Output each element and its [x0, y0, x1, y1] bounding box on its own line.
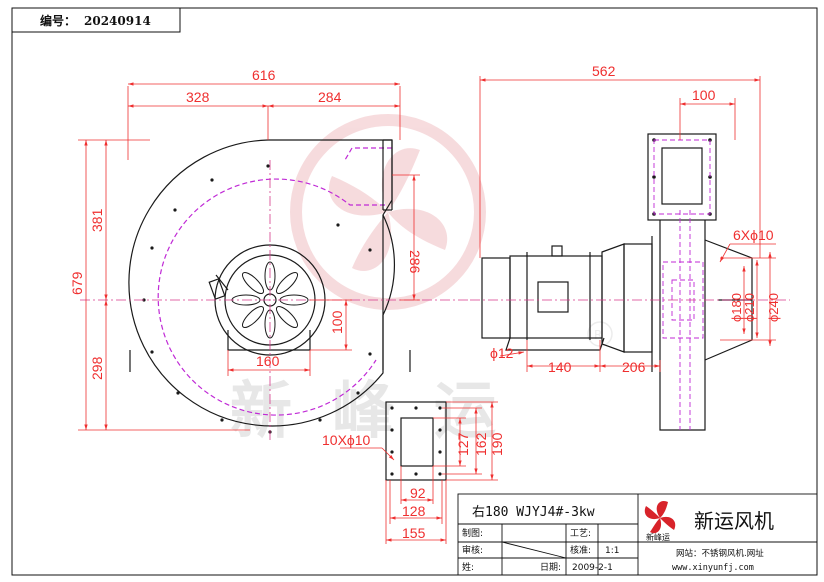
side-dimensions	[479, 76, 776, 372]
scale-value: 1:1	[605, 546, 619, 556]
front-feet	[129, 350, 411, 372]
motor-base	[227, 330, 311, 351]
dim-679: 679	[69, 271, 85, 295]
label-process: 工艺:	[570, 528, 591, 539]
dim-190: 190	[489, 432, 505, 456]
label-date: 日期:	[540, 562, 561, 573]
dim-616: 616	[252, 67, 276, 83]
company-url: www.xinyunfj.com	[672, 563, 754, 573]
model-name: 右180 WJYJ4#-3kw	[472, 505, 595, 520]
dim-128: 128	[402, 503, 426, 519]
volute-casing	[128, 139, 396, 427]
dim-162: 162	[473, 432, 489, 456]
drawing-frame	[11, 7, 818, 576]
outlet-flange	[647, 133, 717, 221]
label-drawn: 制图:	[462, 527, 483, 539]
dim-298: 298	[89, 356, 105, 380]
serial-value: 20240914	[84, 14, 151, 28]
company-name: 新运风机	[694, 509, 774, 533]
inlet-cone	[704, 239, 753, 361]
flange-detail	[385, 401, 447, 481]
casing-bolts	[142, 164, 372, 434]
dim-6x10: 6Xϕ10	[733, 227, 774, 243]
dim-381: 381	[89, 208, 105, 232]
dim-562: 562	[592, 63, 616, 79]
label-review: 审核:	[462, 544, 483, 556]
title-block	[457, 493, 818, 576]
watermark-brand: 新峰运	[230, 374, 536, 447]
svg-text:R: R	[594, 328, 602, 342]
title-block-text: 右180 WJYJ4#-3kw 制图: 审核: 姓: 工艺: 核准: 日期: 1…	[462, 505, 619, 573]
front-dimension-labels: 616 328 284 679 381 298 286 100 160	[69, 67, 423, 380]
side-casing	[659, 220, 706, 431]
date-value: 2009-2-1	[572, 563, 613, 573]
flange-outer	[385, 401, 447, 481]
dim-phi210: ϕ210	[742, 293, 757, 322]
side-view	[481, 133, 753, 431]
dim-phi12: ϕ12	[490, 345, 514, 361]
label-approve: 核准:	[570, 544, 591, 556]
flange-dimension-labels: 10Xϕ10 92 128 155 127 162 190	[322, 432, 505, 541]
logo-icon	[644, 500, 676, 534]
company-website: 网站：不锈钢风机.网址	[676, 548, 764, 559]
motor-body	[481, 257, 511, 339]
motor-base-feet	[505, 337, 605, 351]
dim-10x10: 10Xϕ10	[322, 432, 371, 448]
dim-160: 160	[256, 353, 280, 369]
dim-phi240: ϕ240	[766, 293, 781, 322]
inlet-blades	[231, 261, 309, 339]
front-dimensions	[78, 82, 420, 431]
volute-casing-inner-2	[344, 147, 392, 161]
drawing-header: 编号： 20240914	[11, 7, 181, 33]
flange-inner	[400, 417, 434, 467]
dim-phi180: ϕ180	[729, 293, 744, 322]
dim-328: 328	[186, 89, 210, 105]
label-name: 姓:	[462, 561, 474, 573]
serial-label: 编号：	[39, 13, 76, 28]
motor-terminal	[537, 281, 569, 313]
dim-140: 140	[548, 359, 572, 375]
dim-92: 92	[410, 485, 426, 501]
outlet-flange-opening	[661, 147, 703, 205]
side-dimension-labels: 562 100 6Xϕ10 ϕ180 ϕ210 ϕ240 ϕ12 140 206	[490, 63, 781, 375]
volute-casing-inner	[157, 178, 385, 416]
dim-284: 284	[318, 89, 342, 105]
motor-housing	[509, 255, 603, 339]
dim-206: 206	[622, 359, 646, 375]
dim-100-flange: 100	[692, 87, 716, 103]
watermark: R 新峰运	[230, 114, 613, 447]
dim-286: 286	[407, 250, 423, 274]
logo-text: 新峰运	[646, 532, 670, 542]
dim-100-base: 100	[329, 310, 345, 334]
flange-dimensions	[340, 401, 498, 544]
company-logo: 新峰运 新运风机 网站：不锈钢风机.网址 www.xinyunfj.com	[644, 500, 774, 573]
motor-flange	[601, 243, 625, 353]
dim-127: 127	[455, 432, 471, 456]
dim-155: 155	[402, 525, 426, 541]
